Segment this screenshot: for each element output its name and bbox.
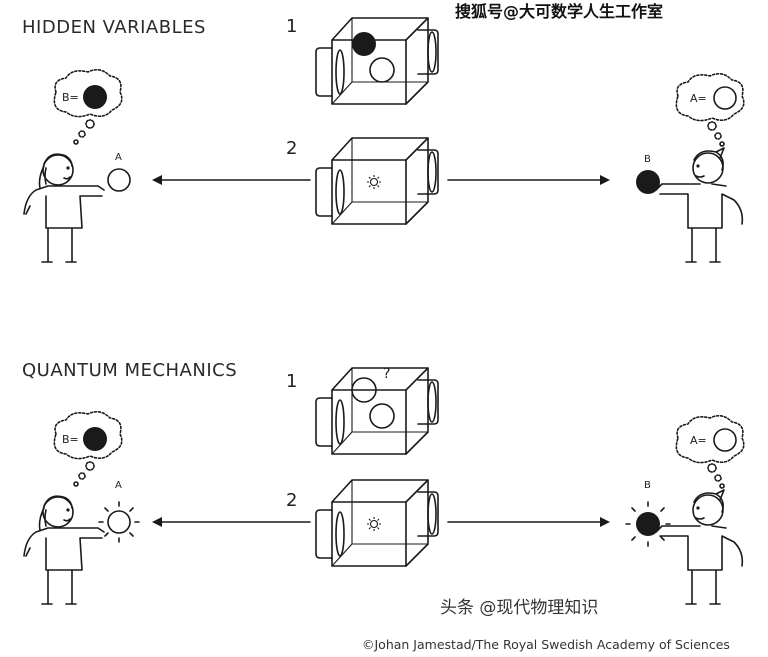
box-1: ? <box>315 366 439 455</box>
ball-b <box>636 170 660 194</box>
thought-bubble-left: B= <box>53 410 123 487</box>
ball-a <box>107 168 131 192</box>
ball-b <box>636 512 660 536</box>
person-left <box>23 153 105 263</box>
emission-star-icon <box>366 516 382 532</box>
ball-a-label: A <box>115 480 122 491</box>
black-ball-icon <box>83 427 107 451</box>
white-ball-icon <box>713 428 737 452</box>
bubble-text: A= <box>690 92 707 105</box>
white-ball-icon <box>713 86 737 110</box>
arrows <box>151 516 611 528</box>
emission-star-icon <box>366 174 382 190</box>
bubble-text: B= <box>62 91 79 104</box>
person-right <box>655 489 744 605</box>
black-ball-icon <box>83 85 107 109</box>
glow-rays-icon <box>98 501 140 543</box>
thought-bubble-right: A= <box>675 72 745 147</box>
ball-a <box>107 510 131 534</box>
thought-bubble-left: B= <box>53 68 123 145</box>
person-right <box>655 147 744 263</box>
white-ball <box>369 57 395 83</box>
watermark-top: 搜狐号@大可数学人生工作室 <box>455 2 664 21</box>
ball-a-label: A <box>115 152 122 163</box>
unknown-mark: ? <box>383 366 390 382</box>
thought-bubble-right: A= <box>675 414 745 489</box>
ball-b-label: B <box>644 154 651 165</box>
glow-rays-icon <box>625 501 671 547</box>
step-2-label: 2 <box>286 490 297 511</box>
ball-b-label: B <box>644 480 651 491</box>
section-title: QUANTUM MECHANICS <box>22 360 237 381</box>
image-credit: ©Johan Jamestad/The Royal Swedish Academ… <box>362 637 730 652</box>
section-hidden-variables: HIDDEN VARIABLES 1 2 B= A A= B <box>22 16 745 263</box>
section-title: HIDDEN VARIABLES <box>22 17 206 38</box>
person-left <box>23 495 105 605</box>
box-1 <box>315 17 439 105</box>
step-1-label: 1 <box>286 16 297 37</box>
bubble-text: B= <box>62 433 79 446</box>
hatched-ball <box>369 403 395 429</box>
hatched-ball <box>351 377 377 403</box>
black-ball <box>352 32 376 56</box>
step-1-label: 1 <box>286 371 297 392</box>
arrows <box>151 174 611 186</box>
step-2-label: 2 <box>286 138 297 159</box>
bubble-text: A= <box>690 434 707 447</box>
section-quantum-mechanics: QUANTUM MECHANICS 1 ? 2 B= A A= <box>22 360 745 605</box>
watermark-bottom: 头条 @现代物理知识 <box>440 598 599 618</box>
